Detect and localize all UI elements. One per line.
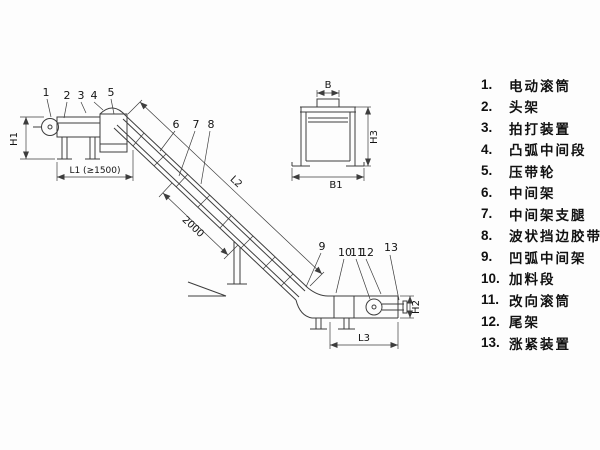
callout-4: 4 [91, 89, 98, 102]
part-number: 6. [481, 184, 493, 200]
part-number: 5. [481, 163, 493, 179]
bend-drum-circle [365, 298, 383, 316]
dimension-l2: L2 [127, 99, 325, 287]
dimension-h1: H1 [9, 116, 55, 160]
middle-frame-leg [227, 241, 247, 285]
electric-drum-circle [41, 118, 59, 136]
part-number: 1. [481, 77, 493, 93]
dim-b-label: B [325, 80, 332, 91]
dimension-l1: L1 (≥1500) [56, 150, 134, 181]
parts-list: 1. 电动滚筒 2. 头架 3. 拍打装置 4. 凸弧中间段 5. 压带轮 6. 中间架 7… [481, 74, 600, 354]
callout-1: 1 [43, 86, 50, 99]
part-label: 改向滚筒 [509, 293, 571, 309]
part-number: 2. [481, 98, 493, 114]
callout-9: 9 [319, 240, 326, 253]
parts-list-item: 12. 尾架 [481, 311, 600, 333]
parts-list-item: 10. 加料段 [481, 268, 600, 290]
dimension-l3: L3 [329, 322, 399, 349]
callout-10: 10 [338, 246, 352, 259]
parts-list-item: 9. 凹弧中间架 [481, 246, 600, 268]
dim-l1-label: L1 (≥1500) [69, 166, 120, 176]
part-label: 中间架 [509, 186, 556, 202]
head-assembly [33, 107, 128, 160]
parts-list-item: 13. 涨紧装置 [481, 332, 600, 354]
part-number: 12. [481, 313, 500, 329]
dim-l2-label: L2 [228, 174, 244, 190]
callout-5: 5 [108, 86, 115, 99]
callout-2: 2 [64, 89, 71, 102]
cross-section-view [291, 98, 365, 167]
part-label: 涨紧装置 [509, 336, 571, 352]
part-number: 3. [481, 120, 493, 136]
callout-8: 8 [208, 118, 215, 131]
parts-list-item: 5. 压带轮 [481, 160, 600, 182]
part-label: 拍打装置 [509, 121, 571, 137]
parts-list-item: 2. 头架 [481, 96, 600, 118]
callout-6: 6 [173, 118, 180, 131]
parts-list-item: 1. 电动滚筒 [481, 74, 600, 96]
part-label: 压带轮 [509, 164, 556, 180]
part-label: 加料段 [509, 272, 556, 288]
dimension-b1: B1 [291, 168, 365, 191]
dimension-b: B [316, 80, 340, 97]
part-number: 4. [481, 141, 493, 157]
parts-list-item: 11. 改向滚筒 [481, 289, 600, 311]
part-number: 8. [481, 227, 493, 243]
callout-12: 12 [360, 246, 374, 259]
part-label: 电动滚筒 [509, 78, 571, 94]
callout-3: 3 [78, 89, 85, 102]
incline-section [113, 115, 309, 301]
parts-list-item: 8. 波状挡边胶带 [481, 225, 600, 247]
callout-11: 11 [350, 246, 364, 259]
slope-symbol [187, 281, 227, 297]
part-label: 波状挡边胶带 [509, 229, 600, 245]
part-label: 中间架支腿 [509, 207, 587, 223]
part-label: 尾架 [509, 315, 540, 331]
part-number: 13. [481, 335, 500, 351]
dim-2000-label: 2000 [180, 214, 206, 239]
callout-7: 7 [193, 118, 200, 131]
part-label: 头架 [509, 100, 540, 116]
part-number: 10. [481, 270, 500, 286]
callout-numbers: 1 2 3 4 5 6 7 8 9 10 11 12 13 [43, 86, 399, 259]
callout-leaders [46, 98, 400, 301]
dimension-h3: H3 [356, 106, 380, 167]
part-number: 7. [481, 206, 493, 222]
tail-assembly [295, 287, 408, 330]
parts-list-item: 3. 拍打装置 [481, 117, 600, 139]
dim-h1-label: H1 [9, 132, 20, 146]
dim-h3-label: H3 [369, 130, 380, 144]
parts-list-item: 6. 中间架 [481, 182, 600, 204]
part-label: 凸弧中间段 [509, 143, 587, 159]
callout-13: 13 [384, 241, 398, 254]
dim-l3-label: L3 [358, 333, 370, 344]
part-number: 11. [481, 292, 500, 308]
parts-list-item: 7. 中间架支腿 [481, 203, 600, 225]
part-label: 凹弧中间架 [509, 250, 587, 266]
parts-list-item: 4. 凸弧中间段 [481, 139, 600, 161]
dim-h2-label: H2 [411, 300, 422, 314]
part-number: 9. [481, 249, 493, 265]
dim-b1-label: B1 [329, 180, 342, 191]
dimension-h2: H2 [400, 295, 422, 319]
